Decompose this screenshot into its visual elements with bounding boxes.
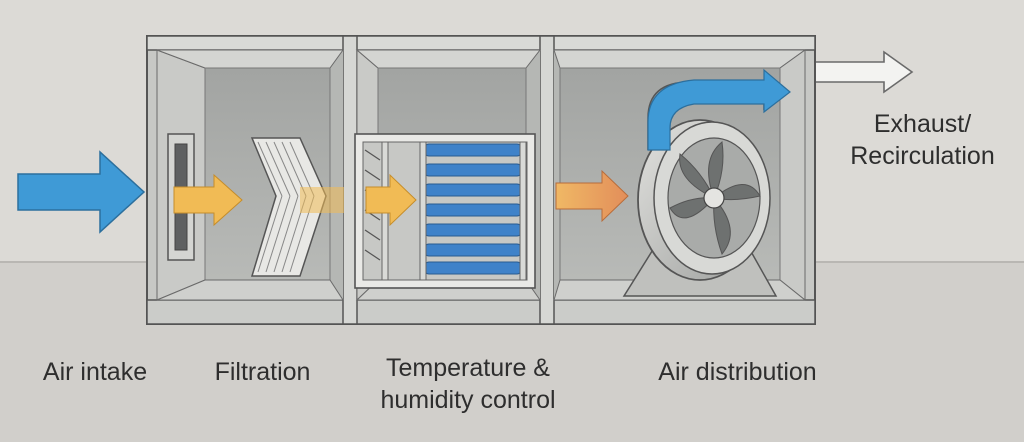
supply-fan [622,81,778,297]
intake-arrow [17,150,146,234]
conditioning-arrow [365,173,417,227]
filtered-air-stream [300,187,344,213]
exhaust-label-line1: Exhaust/ [873,110,972,138]
exhaust-recirculation-label: Exhaust/ Recirculation [835,108,1010,172]
filtration-arrow [173,173,243,227]
exhaust-arrow [811,50,914,94]
fan-outlet-arrow [647,68,791,151]
air-intake-label: Air intake [42,358,148,386]
filtration-label: Filtration [214,358,311,386]
fan-blades [669,141,761,255]
temperature-label-line2: humidity control [380,386,556,414]
supply-air-arrow [555,169,629,223]
filter-media [250,137,327,277]
temperature-label-line1: Temperature & [386,354,550,382]
temperature-humidity-label: Temperature & humidity control [358,352,578,416]
exhaust-label-line2: Recirculation [850,142,995,170]
air-distribution-label: Air distribution [658,358,817,386]
heating-cooling-coil [354,133,536,289]
